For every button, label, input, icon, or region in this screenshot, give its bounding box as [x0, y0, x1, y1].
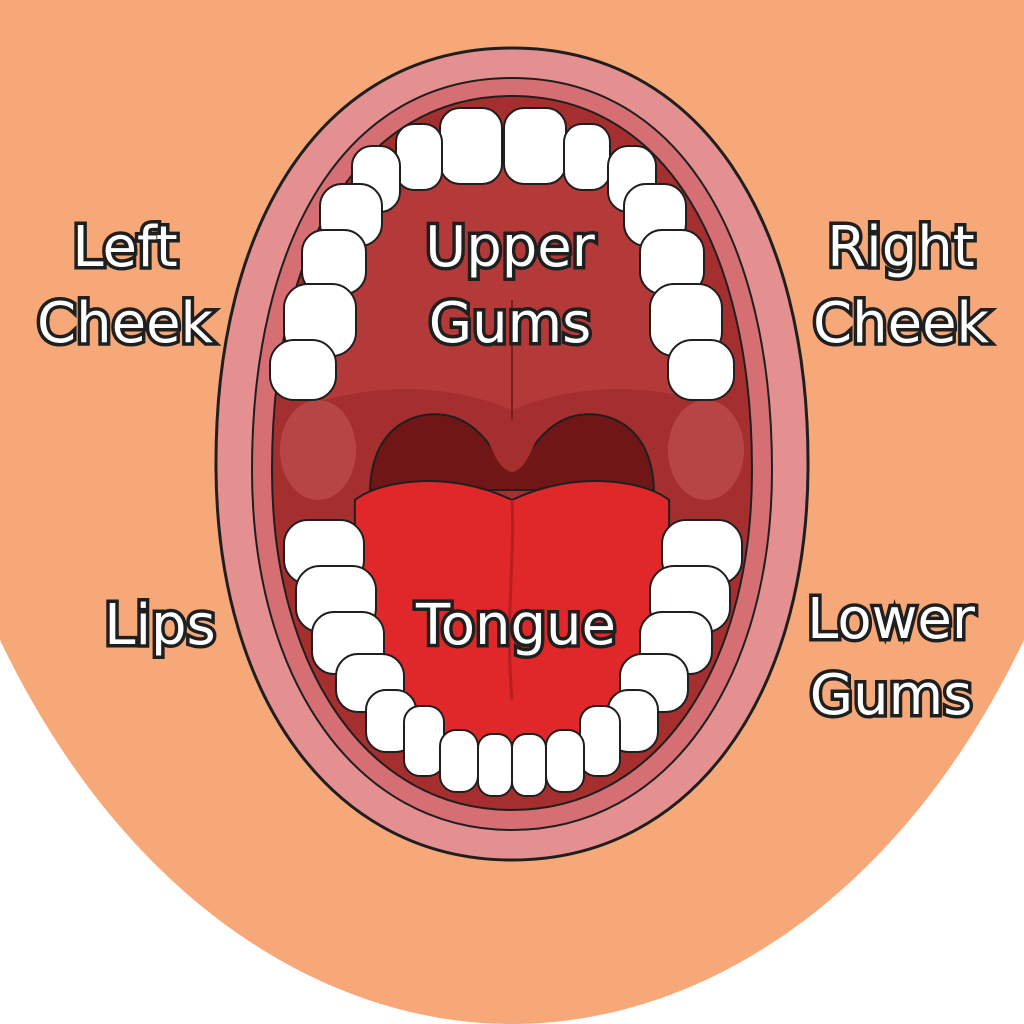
- lower-incisor-right-2: [545, 729, 585, 793]
- label-lips: Lips: [80, 588, 240, 664]
- upper-incisor-right-central: [503, 107, 567, 185]
- label-tongue-text: Tongue: [413, 590, 620, 662]
- upper-incisor-left-central: [439, 107, 503, 185]
- upper-molar-left-2: [269, 339, 337, 401]
- lower-incisor-right-lateral: [579, 705, 621, 777]
- label-right-cheek-line1: Right: [824, 212, 978, 284]
- tongue-groove: [507, 499, 515, 701]
- label-lips-text: Lips: [101, 590, 219, 662]
- uvula: [478, 420, 546, 472]
- label-right-cheek: Right Cheek: [796, 210, 1006, 361]
- label-left-cheek-line2: Cheek: [34, 287, 217, 359]
- palate: [324, 150, 700, 410]
- label-lower-gums-line2: Gums: [806, 659, 976, 731]
- upper-incisor-right-lateral: [563, 123, 611, 191]
- lower-incisor-left-2: [439, 729, 479, 793]
- lower-incisor-left-lateral: [403, 705, 445, 777]
- label-right-cheek-line2: Cheek: [810, 287, 993, 359]
- left-cheek-shade: [280, 400, 356, 500]
- label-upper-gums-line1: Upper: [422, 212, 599, 284]
- label-upper-gums-line2: Gums: [425, 287, 595, 359]
- label-left-cheek: Left Cheek: [20, 210, 230, 361]
- upper-teeth: [269, 107, 735, 401]
- label-lower-gums: Lower Gums: [786, 582, 996, 733]
- lower-teeth: [283, 519, 743, 797]
- lower-incisor-right-central: [511, 733, 547, 797]
- label-lower-gums-line1: Lower: [804, 584, 979, 656]
- lower-incisor-left-central: [477, 733, 513, 797]
- label-tongue: Tongue: [396, 588, 636, 664]
- label-upper-gums: Upper Gums: [400, 210, 620, 361]
- label-left-cheek-line1: Left: [69, 212, 181, 284]
- upper-incisor-left-lateral: [395, 123, 443, 191]
- upper-molar-right-2: [667, 339, 735, 401]
- right-cheek-shade: [668, 400, 744, 500]
